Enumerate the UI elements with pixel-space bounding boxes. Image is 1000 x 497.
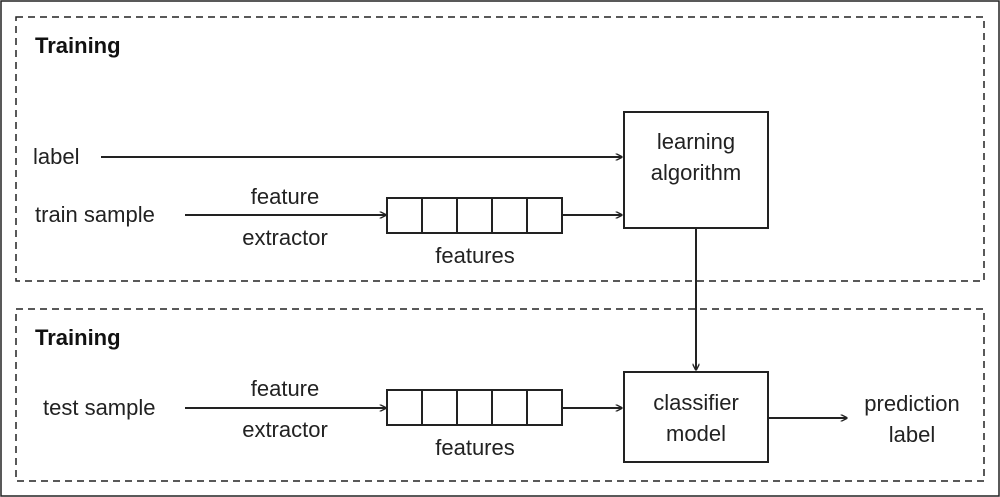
train-feature-cell [456, 197, 493, 234]
learning-algorithm-line1: learning [657, 129, 735, 154]
test-feature-cell [491, 389, 528, 426]
prediction-label-line2: label [889, 422, 935, 447]
test-feature-cell [421, 389, 458, 426]
test-sample-text: test sample [43, 395, 156, 420]
test-extractor-label-line2: extractor [242, 417, 328, 442]
learning-algorithm-line2: algorithm [651, 160, 741, 185]
testing-section-border [15, 308, 985, 482]
train-feature-cell [526, 197, 563, 234]
training-section-title: Training [35, 33, 121, 58]
test-feature-cell [386, 389, 423, 426]
train-feature-cell [491, 197, 528, 234]
train-extractor-label-line1: feature [251, 184, 320, 209]
train-extractor-label-line2: extractor [242, 225, 328, 250]
label-input-text: label [33, 144, 79, 169]
train-sample-text: train sample [35, 202, 155, 227]
training-section-border [15, 16, 985, 282]
train-feature-cell [386, 197, 423, 234]
prediction-label-line1: prediction [864, 391, 959, 416]
test-features-label: features [435, 435, 515, 460]
train-feature-vector [386, 197, 563, 234]
test-feature-cell [456, 389, 493, 426]
train-feature-cell [421, 197, 458, 234]
test-extractor-label-line1: feature [251, 376, 320, 401]
classifier-model-box [623, 371, 769, 463]
classifier-model-line1: classifier [653, 390, 739, 415]
test-feature-vector [386, 389, 563, 426]
test-feature-cell [526, 389, 563, 426]
classifier-model-line2: model [666, 421, 726, 446]
train-features-label: features [435, 243, 515, 268]
testing-section-title: Training [35, 325, 121, 350]
